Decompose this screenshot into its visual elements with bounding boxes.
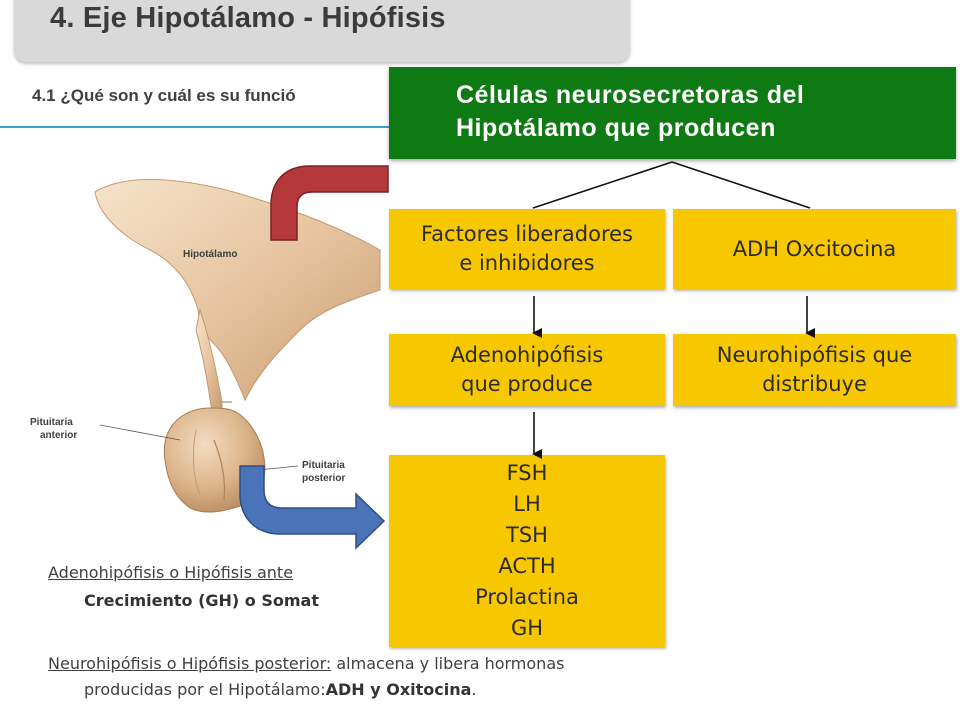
neuro-paragraph: Neurohipófisis o Hipófisis posterior: al… (48, 654, 564, 673)
adeno-paragraph-line2: Crecimiento (GH) o Somat (84, 591, 319, 610)
header-line-2: Hipotálamo que producen (456, 114, 776, 142)
hormone-lh: LH (513, 492, 541, 516)
hormone-tsh: TSH (506, 523, 548, 547)
section-subtitle: 4.1 ¿Qué son y cuál es su funció (32, 86, 296, 105)
factores-box: Factores liberadores e inhibidores (389, 209, 665, 289)
label-pituitaria-anterior-2: anterior (40, 430, 77, 441)
adh-text: ADH Oxcitocina (732, 236, 897, 261)
adh-box: ADH Oxcitocina (673, 209, 956, 289)
hypothalamus-pituitary-illustration: Hipotálamo Pituitaria anterior Pituitari… (30, 179, 381, 513)
factores-line-1: Factores liberadores (421, 222, 633, 246)
label-pituitaria-anterior-1: Pituitaria (30, 417, 73, 428)
hormone-fsh: FSH (506, 461, 548, 485)
hormone-prolactina: Prolactina (475, 585, 579, 609)
label-hipotalamo: Hipotálamo (183, 249, 237, 260)
adeno-paragraph: Adenohipófisis o Hipófisis ante (48, 563, 293, 582)
neuro-bold: ADH y Oxitocina (325, 680, 472, 699)
adenohipofisis-box: Adenohipófisis que produce (389, 334, 665, 406)
neuro-text: almacena y libera hormonas (331, 654, 565, 673)
label-pituitaria-posterior-2: posterior (302, 473, 345, 484)
adeno-label: Adenohipófisis o Hipófisis ante (48, 563, 294, 582)
connector-left (532, 161, 673, 209)
subtitle-underline (0, 126, 400, 128)
slide-title: 4. Eje Hipotálamo - Hipófisis (50, 2, 446, 34)
connector-right (671, 161, 811, 209)
adeno-line-2: que produce (461, 372, 593, 396)
header-line-1: Células neurosecretoras del (456, 81, 805, 109)
neuro-line-1: Neurohipófisis que (716, 343, 913, 367)
title-banner: 4. Eje Hipotálamo - Hipófisis (14, 0, 630, 62)
neuro-line-2: distribuye (762, 372, 867, 396)
neurohipofisis-box: Neurohipófisis que distribuye (673, 334, 956, 406)
adeno-line-1: Adenohipófisis (450, 343, 604, 367)
neuro-end: . (471, 680, 477, 699)
pituitary-gland-shape (163, 407, 266, 513)
factores-line-2: e inhibidores (459, 251, 595, 275)
neuro-label: Neurohipófisis o Hipófisis posterior: (48, 654, 332, 673)
neuro-text-2: producidas por el Hipotálamo: (84, 680, 326, 699)
hormone-acth: ACTH (498, 554, 556, 578)
hormones-box: FSH LH TSH ACTH Prolactina GH (389, 455, 665, 647)
hypothalamus-shape (94, 179, 381, 402)
label-pituitaria-posterior-1: Pituitaria (302, 460, 345, 471)
neurosecretory-cells-header: Células neurosecretoras del Hipotálamo q… (389, 67, 956, 159)
hormone-gh: GH (510, 616, 544, 640)
neuro-paragraph-line2: producidas por el Hipotálamo:ADH y Oxito… (84, 680, 477, 699)
adeno-bold-text: Crecimiento (GH) o Somat (84, 591, 319, 610)
